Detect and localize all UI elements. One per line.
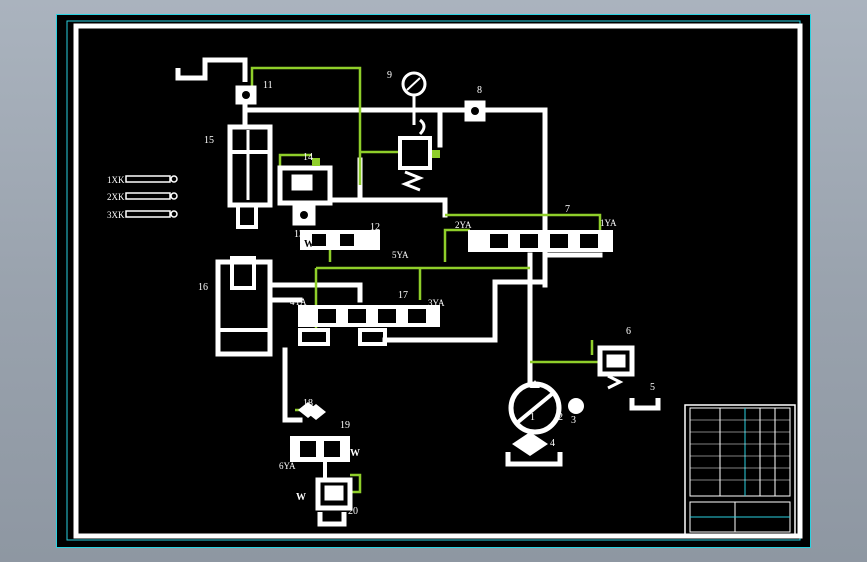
label-1YA: 1YA	[600, 218, 617, 228]
label-19: 19	[340, 420, 350, 431]
relief-valve	[398, 118, 440, 192]
label-8: 8	[477, 85, 482, 96]
label-2YA: 2YA	[455, 220, 472, 230]
valve-14	[277, 158, 333, 206]
label-12: 12	[370, 222, 380, 233]
label-switch-2: 2XK	[107, 192, 125, 202]
cylinder-15	[227, 124, 273, 229]
label-18: 18	[303, 398, 313, 409]
label-4: 4	[550, 438, 555, 449]
cylinder-16	[215, 256, 273, 357]
label-17: 17	[398, 290, 408, 301]
label-switch-3: 3XK	[107, 210, 125, 220]
filter-4	[512, 432, 548, 456]
pump-1	[508, 380, 584, 435]
svg-text:W: W	[304, 239, 314, 250]
label-switch-1: 1XK	[107, 175, 125, 185]
title-block	[684, 404, 796, 536]
label-3: 3	[571, 415, 576, 426]
solenoid-valve-12: W	[300, 230, 380, 250]
label-13: 13	[294, 229, 304, 240]
svg-text:W: W	[296, 492, 306, 503]
pressure-gauge-9	[401, 71, 427, 125]
label-1: 1	[530, 412, 535, 423]
load-hook	[175, 57, 248, 82]
svg-text:W: W	[350, 448, 360, 459]
throttle-valve-18	[298, 402, 326, 420]
label-6YA: 6YA	[279, 461, 296, 471]
label-5YA: 5YA	[392, 250, 409, 260]
limit-switches	[125, 175, 178, 218]
solenoid-valve-7	[468, 230, 613, 252]
pressure-pipes	[242, 92, 603, 423]
relief-valve-6	[597, 345, 635, 390]
tank-bottom	[505, 452, 563, 467]
valve-20: W	[296, 477, 353, 527]
label-14: 14	[303, 152, 313, 163]
label-7: 7	[565, 204, 570, 215]
label-9: 9	[387, 70, 392, 81]
label-5: 5	[650, 382, 655, 393]
solenoid-valve-17	[298, 305, 440, 346]
label-4YA: 4YA	[290, 297, 307, 307]
label-11: 11	[263, 80, 273, 91]
solenoid-valve-19: W	[290, 436, 360, 478]
tank-5	[629, 398, 661, 411]
label-6: 6	[626, 326, 631, 337]
label-15: 15	[204, 135, 214, 146]
label-16: 16	[198, 282, 208, 293]
label-3YA: 3YA	[428, 298, 445, 308]
inner-border	[73, 23, 803, 539]
label-2: 2	[558, 412, 563, 423]
label-20: 20	[348, 506, 358, 517]
